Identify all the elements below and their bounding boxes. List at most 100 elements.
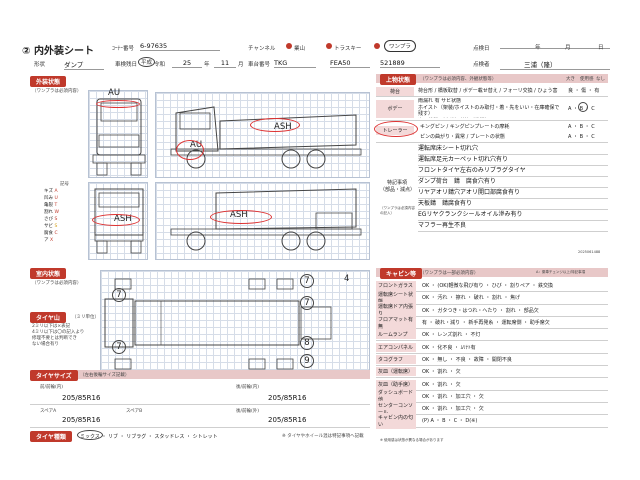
special-list: 運転席床シート切れ穴 運転席足元カーペット切れ穴有り フロントタイヤ左右のみリブ… [418, 144, 608, 232]
divider [30, 404, 370, 405]
tire-depth-mark: 7 [300, 296, 314, 310]
spare-a-value: 205/85R16 [62, 416, 101, 424]
legend-list: キズ A 凹み U 亀裂 T 割れ W さび S サビ S 腐食 C ア X [44, 188, 74, 244]
special-label: 特記事項 （部品・減点） [380, 180, 416, 193]
tire-depth-mark: 7 [112, 340, 126, 354]
reg-month: 11 [214, 59, 236, 68]
reg-label: 車検残日 [115, 62, 138, 68]
chassis-top-drawing [104, 278, 332, 370]
tire-depth-mark: 8 [300, 336, 314, 350]
truck-rear-drawing [94, 188, 144, 254]
chassis-top-view [100, 270, 370, 378]
cabin-row: フロントガラス OK ・ (OK)軽微な飛び有り ・ ひび ・ 割りペア ・ 鉄… [376, 280, 608, 293]
special-item: 天板錆 錆腐食有り [418, 199, 608, 210]
cabin-row-options: OK ・ 無し ・ 不良 ・ 故障 ・ 開閉不良 [422, 356, 512, 363]
spare-a-label: スペアA [40, 409, 57, 414]
inspector-label: 点検者 [473, 62, 490, 68]
model-prefix: TKG [274, 59, 316, 68]
cabin-row: 灰皿（運転席） OK ・ 割れ ・ 欠 [376, 366, 608, 379]
cabin-row-label: フロアマット有無 [376, 314, 416, 331]
divider [376, 96, 608, 97]
year-unit: 年 [535, 45, 541, 51]
serial-number: 521889 [380, 59, 440, 68]
cabin-row-options: OK ・ 汚れ ・ 擦れ ・ 破れ ・ 割れ ・ 焦げ [422, 295, 521, 302]
cabin-row-options: OK ・ レンズ割れ ・ 不灯 [422, 332, 481, 339]
cabin-row: 灰皿（助手席） OK ・ 割れ ・ 欠 [376, 378, 608, 391]
tire-size-note: （左右後輪サイズ記載） [80, 373, 130, 378]
selection-circle [578, 102, 588, 112]
legend-item: 腐食 C [44, 231, 58, 236]
upper-col-3: なし [596, 77, 605, 82]
inspector-value: 三浦（隆） [500, 59, 610, 70]
cabin-row: フロアマット有無 有 ・ 破れ・減り ・ 新手再発糸 ・ 運転席側 ・ 助手席欠 [376, 314, 608, 331]
cabin-row-label: 運転席シート状態 [376, 289, 416, 306]
tire-size-title: タイヤサイズ [30, 370, 78, 381]
lot-label: ｺｰﾅｰ番号 [112, 46, 135, 52]
cabin-note: （ワンプラは一部必須内容） [420, 271, 479, 276]
rear-label: 後/前輪(内) [236, 385, 260, 390]
cabin-row-options: OK ・ 化不良 ・ ﾑﾘﾅﾄ有 [422, 344, 476, 351]
cabin-title: キャビン等 [380, 268, 423, 279]
cabin-row-label: 運転席ドア内張り [376, 302, 416, 319]
cabin-foot: ※ 使用感は状態が異なる場合があります [380, 438, 444, 442]
cabin-row-label: エアコンパネル [376, 342, 416, 352]
selection-circle [374, 121, 418, 137]
tire-depth-mark: 9 [300, 354, 314, 368]
upper-note: （ワンプラは必須内容、外観状態等） [420, 77, 497, 82]
cabin-row-label: ダッシュボード他 [376, 388, 416, 405]
exterior-title: 外装状態 [30, 76, 67, 87]
reg-year-unit: 年 [204, 62, 210, 68]
legend-item: 亀裂 T [44, 203, 58, 208]
legend-head: 記号 [60, 182, 69, 187]
tire-title: タイヤ山 [30, 312, 66, 323]
shape-value: ダンプ [64, 59, 104, 70]
reg-year: 25 [172, 59, 202, 68]
cabin-head-note: A：乗車チェンジ以上/特記事項 [536, 270, 586, 274]
damage-mark: AU [108, 88, 121, 98]
upper-row-label: 荷台 [376, 87, 414, 96]
rear-outer-label: 後/前輪(外) [236, 409, 260, 414]
cabin-row-label: ルームランプ [376, 330, 416, 340]
date-line [500, 48, 610, 49]
tire-type-note: ※ タイヤやホイール混は特記事項へ記載 [282, 434, 364, 439]
truck-side-drawing-2 [170, 188, 362, 251]
interior-title: 室内状態 [30, 268, 67, 279]
special-note: （ワンプラは必須内容の記入） [380, 206, 415, 215]
divider [376, 142, 608, 143]
month-unit: 月 [565, 45, 571, 51]
channel-dot-icon [286, 43, 292, 49]
tire-depth-mark: 4 [344, 274, 350, 284]
upper-row-label: ボデー [376, 100, 414, 118]
spare-b-label: スペアB [126, 409, 143, 414]
cabin-row-label: キャビン内の匂い [376, 412, 416, 429]
tire-depth-mark: 7 [300, 274, 314, 288]
special-item: 運転席足元カーペット切れ穴有り [418, 155, 608, 166]
tire-types: ミックス ・ リブ ・ リブラグ ・ スタッドレス ・ シトレット [80, 434, 218, 440]
divider [376, 120, 608, 121]
cabin-row-options: OK ・ 割れ ・ 加工穴 ・ 欠 [422, 406, 484, 413]
cabin-row: センターコンソール OK ・ 割れ ・ 加工穴 ・ 欠 [376, 400, 608, 417]
cabin-row-options: OK ・ ガタつき・はつれ・へたり ・ 割れ ・ 部品欠 [422, 307, 539, 314]
upper-row-options: 良 ・ 傷 ・ 有 [568, 88, 600, 94]
cabin-row: エアコンパネル OK ・ 化不良 ・ ﾑﾘﾅﾄ有 [376, 341, 608, 354]
cabin-row-label: タコグラフ [376, 354, 416, 364]
front-value: 205/85R16 [62, 394, 101, 402]
special-item: EGリヤクランクシールオイル滲み有り [418, 210, 608, 221]
tire-notes: 2ミリ以下は×表記 4ミリ以下は〇の記入より 修理不要とは判断でき ない場合有り [32, 324, 85, 347]
upper-header-bar [376, 74, 608, 83]
truck-side-drawing [170, 106, 362, 169]
cabin-row-label: 灰皿（助手席） [376, 379, 416, 389]
legend-item: ア X [44, 238, 54, 243]
channel-dot-icon [374, 43, 380, 49]
selection-circle [77, 430, 103, 440]
cabin-row-options: OK ・ 割れ ・ 欠 [422, 369, 461, 376]
upper-row-options: A ・ B ・ C [568, 124, 595, 130]
cabin-header-bar [376, 268, 608, 277]
shape-label: 形状 [34, 62, 46, 68]
rear-value: 205/85R16 [268, 394, 307, 402]
legend-item: キズ A [44, 189, 58, 194]
lot-value: 6-97635 [140, 42, 220, 51]
damage-circle [176, 140, 204, 160]
legend-item: さび S [44, 217, 58, 222]
cabin-row-label: センターコンソール [376, 400, 416, 417]
